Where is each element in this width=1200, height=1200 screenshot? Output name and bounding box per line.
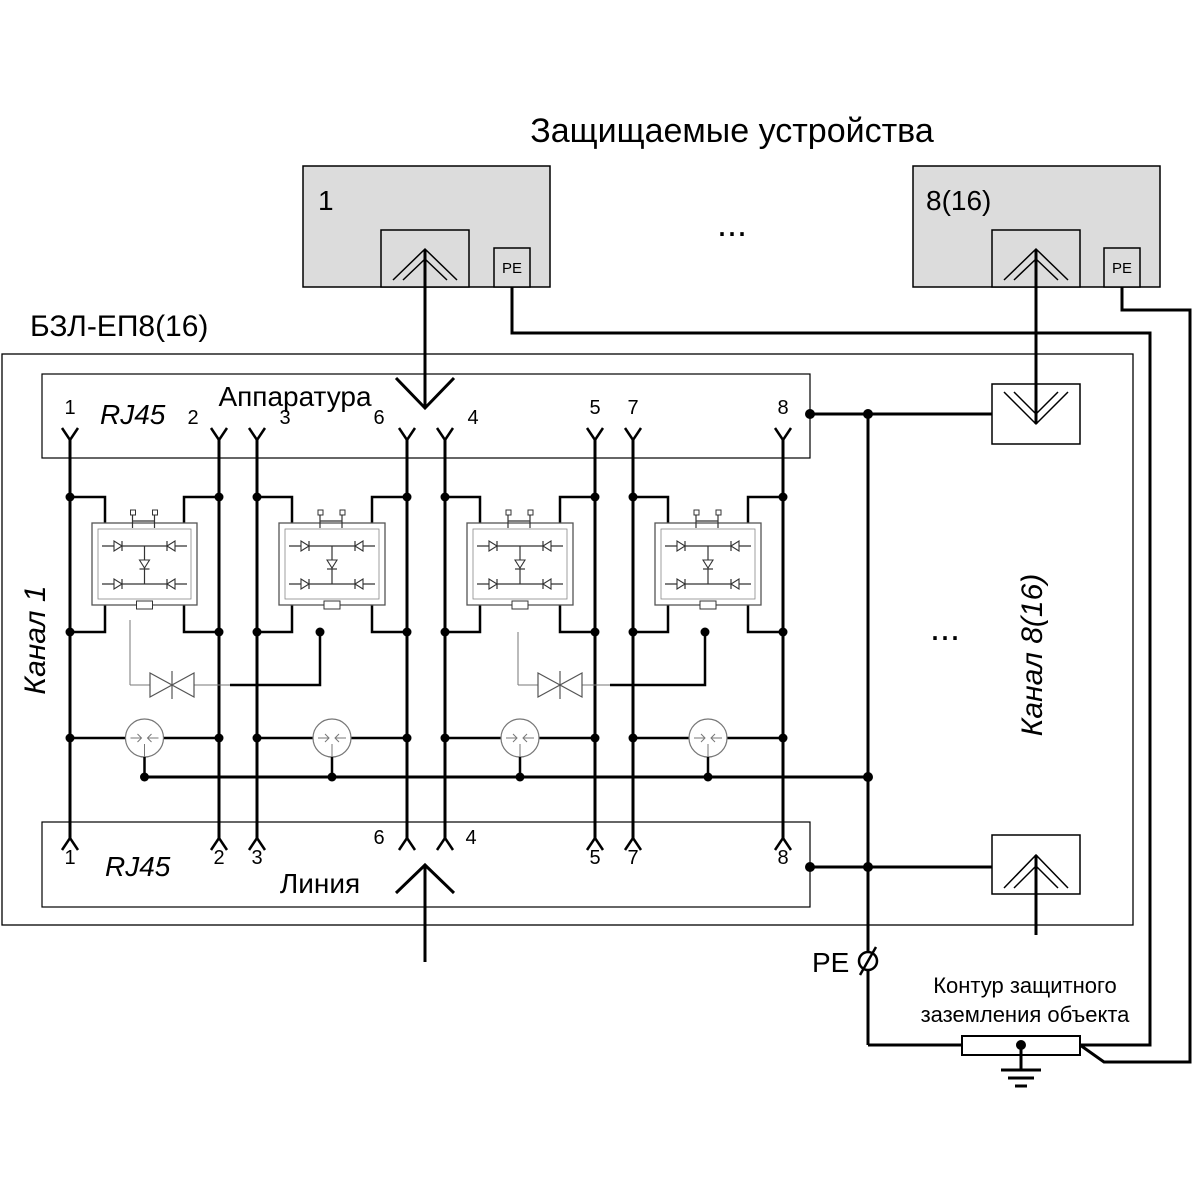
connector-pins: 1 1 2 2 3 3 6 6 4 4 5 5 7 7 8 8 <box>60 397 793 869</box>
channels-ellipsis: ... <box>930 607 960 648</box>
pin-top-label: 7 <box>627 397 638 419</box>
protection-module-2 <box>252 492 412 782</box>
pin-bottom-2: 2 <box>209 835 229 869</box>
pin-top-1: 1 <box>60 397 80 443</box>
connector-top-label: Аппаратура <box>218 381 371 412</box>
devices-ellipsis: ... <box>717 203 747 244</box>
pin-bottom-label: 1 <box>64 847 75 869</box>
tvs-diode-2 <box>518 671 610 699</box>
pin-top-6: 5 <box>585 397 605 443</box>
pin-top-label: 2 <box>187 407 198 429</box>
pe-wire-device-1 <box>510 287 1152 1047</box>
pin-bottom-label: 3 <box>251 847 262 869</box>
connector-bottom-label: Линия <box>280 868 360 899</box>
pin-top-8: 8 <box>773 397 793 443</box>
pin-bottom-4: 6 <box>373 827 417 851</box>
pin-top-4: 6 <box>373 407 417 443</box>
protection-module-4 <box>628 492 788 782</box>
pin-bottom-7: 7 <box>623 835 643 869</box>
pin-top-7: 7 <box>623 397 643 443</box>
pin-top-label: 3 <box>279 407 290 429</box>
block-label: БЗЛ-ЕП8(16) <box>30 310 208 343</box>
pin-top-label: 5 <box>589 397 600 419</box>
pin-bottom-6: 5 <box>585 835 605 869</box>
pin-bottom-label: 6 <box>373 827 384 849</box>
pin-bottom-label: 5 <box>589 847 600 869</box>
title: Защищаемые устройства <box>530 112 934 150</box>
ground-label-line1: Контур защитного <box>933 973 1117 998</box>
protection-module-3 <box>440 492 600 782</box>
pin-bottom-label: 8 <box>777 847 788 869</box>
ground-bus <box>805 409 992 1047</box>
line-arrow-icon <box>394 862 456 895</box>
device-last-pe-label: PE <box>1112 260 1132 277</box>
ground-icon <box>1001 1040 1041 1088</box>
pin-bottom-1: 1 <box>60 835 80 869</box>
pin-bottom-label: 2 <box>213 847 224 869</box>
device-last-label: 8(16) <box>926 185 991 216</box>
pin-bottom-label: 7 <box>627 847 638 869</box>
connector-top-type: RJ45 <box>100 399 166 430</box>
channel-last-label: Канал 8(16) <box>1016 574 1049 737</box>
pin-top-label: 1 <box>64 397 75 419</box>
pin-top-5: 4 <box>435 407 479 443</box>
pe-wire-device-last <box>1079 287 1192 1064</box>
pin-top-label: 8 <box>777 397 788 419</box>
pin-bottom-3: 3 <box>247 835 267 869</box>
block-outline <box>1 353 1134 926</box>
device-1-label: 1 <box>318 185 334 216</box>
ground-label-line2: заземления объекта <box>921 1002 1131 1027</box>
protection-module-1 <box>65 492 224 782</box>
pin-bottom-8: 8 <box>773 835 793 869</box>
pin-top-label: 4 <box>467 407 478 429</box>
tvs-diode-1 <box>130 671 230 699</box>
protection-modules <box>65 492 788 782</box>
pin-top-label: 6 <box>373 407 384 429</box>
channel-first-label: Канал 1 <box>19 585 52 694</box>
equipment-arrow-icon <box>394 376 456 411</box>
connector-bottom-type: RJ45 <box>105 851 171 882</box>
pin-bottom-5: 4 <box>435 827 477 851</box>
device-1-pe-label: PE <box>502 260 522 277</box>
pin-wires <box>68 440 868 838</box>
pin-bottom-label: 4 <box>465 827 476 849</box>
pe-terminal-label: PE <box>812 947 849 978</box>
